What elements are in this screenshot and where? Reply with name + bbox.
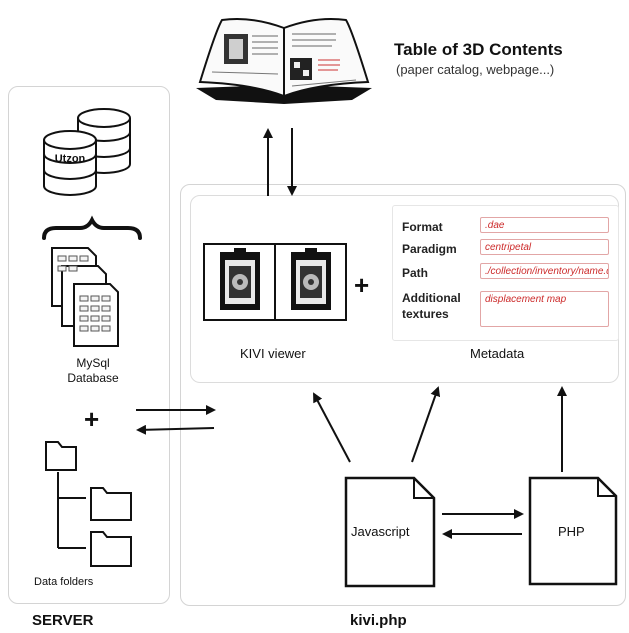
curly-brace-icon xyxy=(42,215,142,240)
3d-model-preview-icon xyxy=(220,248,260,310)
javascript-file-icon xyxy=(344,476,436,588)
arrow-js-to-metadata xyxy=(411,386,441,463)
javascript-file-label: Javascript xyxy=(351,524,410,539)
metadata-key-path: Path xyxy=(402,266,429,280)
database-tables-icon xyxy=(51,247,119,347)
database-caption-line1: MySql xyxy=(76,356,110,370)
database-label: Utzon xyxy=(54,153,86,165)
database-icon xyxy=(43,108,131,196)
metadata-label: Metadata xyxy=(470,346,525,361)
catalog-subtitle: (paper catalog, webpage...) xyxy=(396,62,555,77)
metadata-key-paradigm: Paradigm xyxy=(402,242,457,256)
arrow-kivi-to-server xyxy=(136,424,215,435)
catalog-title: Table of 3D Contents xyxy=(394,40,563,59)
metadata-value-paradigm: centripetal xyxy=(480,239,609,255)
php-file-label: PHP xyxy=(558,524,585,539)
data-folders-caption: Data folders xyxy=(34,576,94,588)
metadata-key-additional-textures: Additional textures xyxy=(402,291,461,321)
metadata-key-format: Format xyxy=(402,220,443,234)
server-footer: SERVER xyxy=(32,612,94,629)
arrow-js-to-viewer xyxy=(313,392,351,463)
folder-tree-icon xyxy=(45,441,132,567)
kivi-viewer-label: KIVI viewer xyxy=(240,346,306,361)
kivi-php-footer: kivi.php xyxy=(350,612,407,629)
kivi-plus: + xyxy=(354,270,370,300)
open-book-icon xyxy=(196,18,372,104)
kivi-viewer-frame xyxy=(203,243,347,321)
3d-model-preview-icon xyxy=(291,248,331,310)
metadata-value-additional-textures: displacement map xyxy=(480,291,609,327)
php-file-icon xyxy=(528,476,618,586)
server-plus: + xyxy=(84,404,100,434)
metadata-value-format: .dae xyxy=(480,217,609,233)
database-caption-line2: Database xyxy=(67,371,119,385)
metadata-value-path: ./collection/inventory/name.dae xyxy=(480,263,609,279)
